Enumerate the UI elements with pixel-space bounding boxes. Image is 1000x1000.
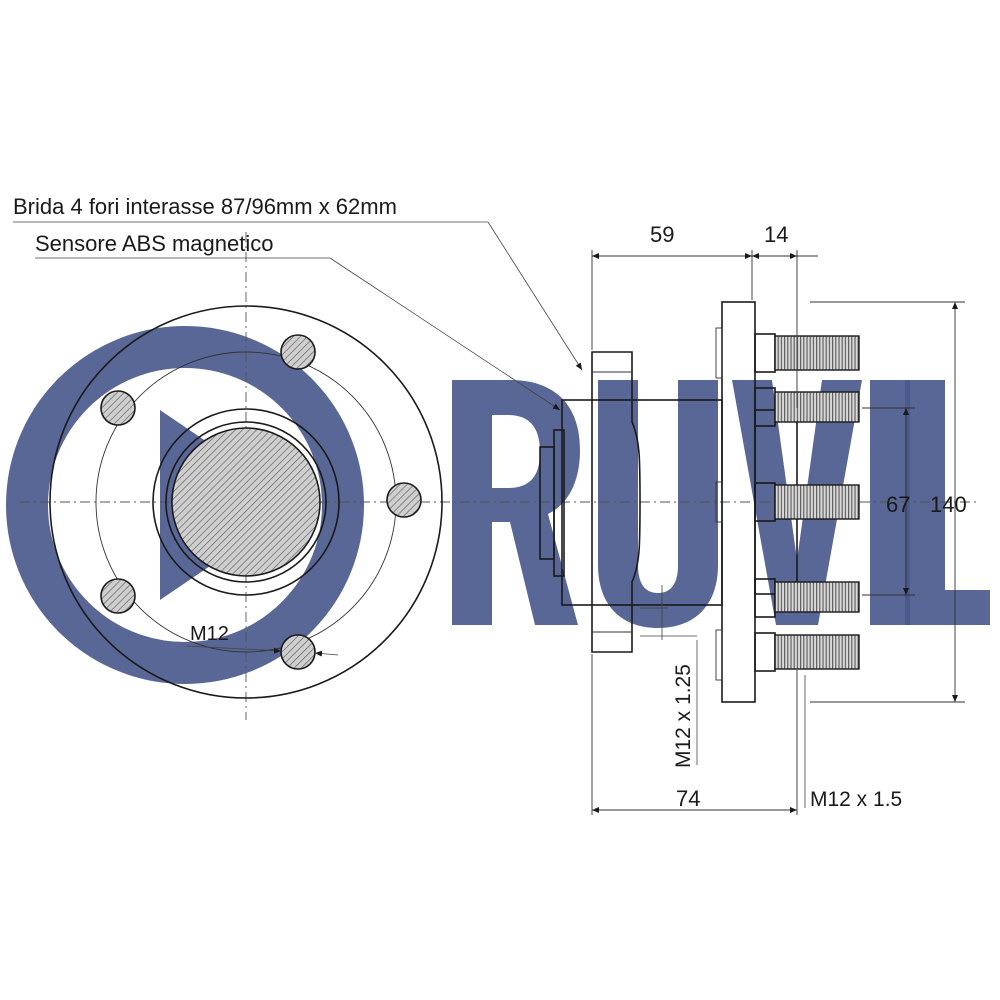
- bolt-face-label: M12: [190, 623, 229, 645]
- dim-59: 59: [650, 222, 674, 247]
- dim-14: 14: [764, 222, 788, 247]
- bolt-hole: [280, 634, 316, 670]
- dim-74: 74: [676, 786, 700, 811]
- stud-thread-label: M12 x 1.5: [810, 788, 902, 811]
- bolt-hole: [100, 578, 136, 614]
- bolt-hole: [386, 482, 422, 518]
- dim-140: 140: [930, 492, 967, 517]
- annotations: Brida 4 fori interasse 87/96mm x 62mm Se…: [13, 194, 967, 811]
- bolt-hole: [100, 390, 136, 426]
- dim-67: 67: [886, 492, 910, 517]
- bolt-hole: [280, 334, 316, 370]
- logo-ring: [6, 326, 364, 684]
- logo-letters: [452, 380, 990, 628]
- sensor-leader: [329, 257, 561, 411]
- flange-outer-circle: [49, 305, 443, 699]
- sensor-label: Sensore ABS magnetico: [35, 231, 273, 256]
- front-view: [20, 232, 570, 720]
- side-view: [539, 250, 980, 815]
- flange-label: Brida 4 fori interasse 87/96mm x 62mm: [13, 194, 397, 219]
- hub-bore: [171, 427, 321, 577]
- flange-leader: [487, 221, 583, 371]
- bolt-side-label: M12 x 1.25: [672, 664, 695, 768]
- wheel-studs: [754, 333, 860, 672]
